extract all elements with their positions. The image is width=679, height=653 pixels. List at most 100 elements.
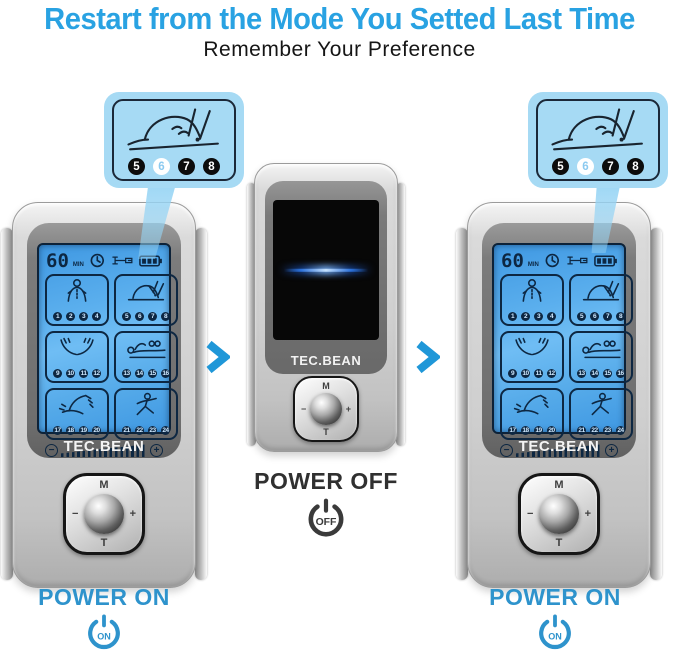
acupressure-hands-mode-icon <box>60 337 94 356</box>
mode-button-label: M <box>554 479 564 491</box>
plus-button-label: + <box>584 508 591 520</box>
mode-number: 3 <box>78 311 89 321</box>
mode-numbers: 21 22 23 24 <box>576 425 626 435</box>
mode-button-label: M <box>322 381 330 391</box>
lcd-status-row: 60 MIN <box>45 248 163 272</box>
mode-tile: 13 14 15 16 <box>114 331 178 383</box>
mode-number: 15 <box>602 368 613 378</box>
screen-bezel: TEC.BEAN <box>265 181 387 374</box>
mode-number: 19 <box>533 425 544 435</box>
mode-number: 10 <box>520 368 531 378</box>
mode-number: 8 <box>615 311 626 321</box>
callout-number: 5 <box>128 158 145 175</box>
mode-memory-callout-right: 5 6 7 8 <box>528 92 668 188</box>
joystick-button <box>84 494 124 534</box>
remembered-mode-numbers: 5 6 7 8 <box>538 158 658 175</box>
plus-button-label: + <box>129 508 136 520</box>
mode-memory-callout-left: 5 6 7 8 <box>104 92 244 188</box>
svg-text:OFF: OFF <box>316 517 337 528</box>
power-on-label-block-left: POWER ON ON <box>4 584 204 653</box>
clock-icon <box>545 253 559 268</box>
mode-grid: 1 2 3 4 5 <box>45 274 178 440</box>
intensity-minus: − <box>500 444 513 457</box>
mode-number: 24 <box>160 425 171 435</box>
mode-numbers: 5 6 7 8 <box>121 311 171 321</box>
screen-bezel: 60 MIN <box>482 223 636 458</box>
gua-sha-scraping-mode-icon <box>513 394 549 415</box>
back-body-mode-icon <box>522 279 542 302</box>
mode-number: 7 <box>147 311 158 321</box>
mode-tile: 21 22 23 24 <box>569 388 633 440</box>
mode-number: 1 <box>52 311 63 321</box>
mode-number: 5 <box>121 311 132 321</box>
mode-number: 22 <box>134 425 145 435</box>
mode-tile: 9 10 11 12 <box>500 331 564 383</box>
power-on-text: POWER ON <box>489 584 621 610</box>
intensity-plus: + <box>150 444 163 457</box>
intensity-bar: − + <box>45 444 163 457</box>
finger-press-buttons-icon <box>551 108 643 151</box>
mode-tile: 17 18 19 20 <box>45 388 109 440</box>
mode-number: 21 <box>576 425 587 435</box>
mode-numbers: 13 14 15 16 <box>576 368 626 378</box>
mode-number: 18 <box>65 425 76 435</box>
mode-grid: 1 2 3 4 5 <box>500 274 633 440</box>
mode-number: 8 <box>160 311 171 321</box>
mode-tile: 5 6 7 8 <box>114 274 178 326</box>
mode-numbers: 17 18 19 20 <box>52 425 102 435</box>
intensity-plus: + <box>605 444 618 457</box>
remembered-mode-numbers: 5 6 7 8 <box>114 158 234 175</box>
mode-tile: 1 2 3 4 <box>45 274 109 326</box>
page-title: Restart from the Mode You Setted Last Ti… <box>44 1 635 36</box>
mode-number: 20 <box>91 425 102 435</box>
mode-number: 23 <box>147 425 158 435</box>
device-body: TEC.BEAN M − + T <box>254 163 398 452</box>
timer-button-label: T <box>100 537 108 549</box>
mode-number: 19 <box>78 425 89 435</box>
mode-numbers: 1 2 3 4 <box>507 311 557 321</box>
mode-number: 14 <box>134 368 145 378</box>
cupping-therapy-mode-icon <box>582 340 621 359</box>
mode-number: 15 <box>147 368 158 378</box>
mode-number: 16 <box>160 368 171 378</box>
mode-tile: 9 10 11 12 <box>45 331 109 383</box>
back-body-mode-icon <box>67 279 87 302</box>
mode-number: 6 <box>589 311 600 321</box>
mode-numbers: 17 18 19 20 <box>507 425 557 435</box>
power-on-label-block-right: POWER ON ON <box>455 584 655 653</box>
key-lock-icon <box>112 256 133 265</box>
power-on-icon: ON <box>539 614 571 650</box>
device-side-rail <box>396 183 405 446</box>
mode-number: 16 <box>615 368 626 378</box>
mode-number: 11 <box>533 368 544 378</box>
cupping-therapy-mode-icon <box>127 340 166 359</box>
plus-button-label: + <box>345 404 351 414</box>
mode-number: 6 <box>134 311 145 321</box>
mode-number: 14 <box>589 368 600 378</box>
mode-number: 18 <box>520 425 531 435</box>
intensity-minus: − <box>45 444 58 457</box>
device-body: 60 MIN <box>467 202 651 588</box>
finger-press-buttons-icon <box>127 108 219 151</box>
mode-number: 5 <box>576 311 587 321</box>
callout-number: 5 <box>552 158 569 175</box>
brand-logo: TEC.BEAN <box>290 353 362 368</box>
callout-frame: 5 6 7 8 <box>536 99 660 181</box>
mode-number: 20 <box>546 425 557 435</box>
intensity-bar: − + <box>500 444 618 457</box>
timer-unit: MIN <box>527 262 539 268</box>
mode-tile: 13 14 15 16 <box>569 331 633 383</box>
mode-numbers: 5 6 7 8 <box>576 311 626 321</box>
device-side-rail <box>1 228 13 580</box>
svg-text:ON: ON <box>548 632 562 642</box>
control-pad: M − + T <box>518 473 600 555</box>
minus-button-label: − <box>72 508 79 520</box>
brand-logo: TEC.BEAN <box>63 438 145 455</box>
lcd-screen: 60 MIN <box>37 243 178 457</box>
mode-tile: 5 6 7 8 <box>569 274 633 326</box>
device-side-rail <box>650 228 662 580</box>
brand-logo: TEC.BEAN <box>518 438 600 455</box>
mode-number: 3 <box>533 311 544 321</box>
key-lock-icon <box>567 256 588 265</box>
